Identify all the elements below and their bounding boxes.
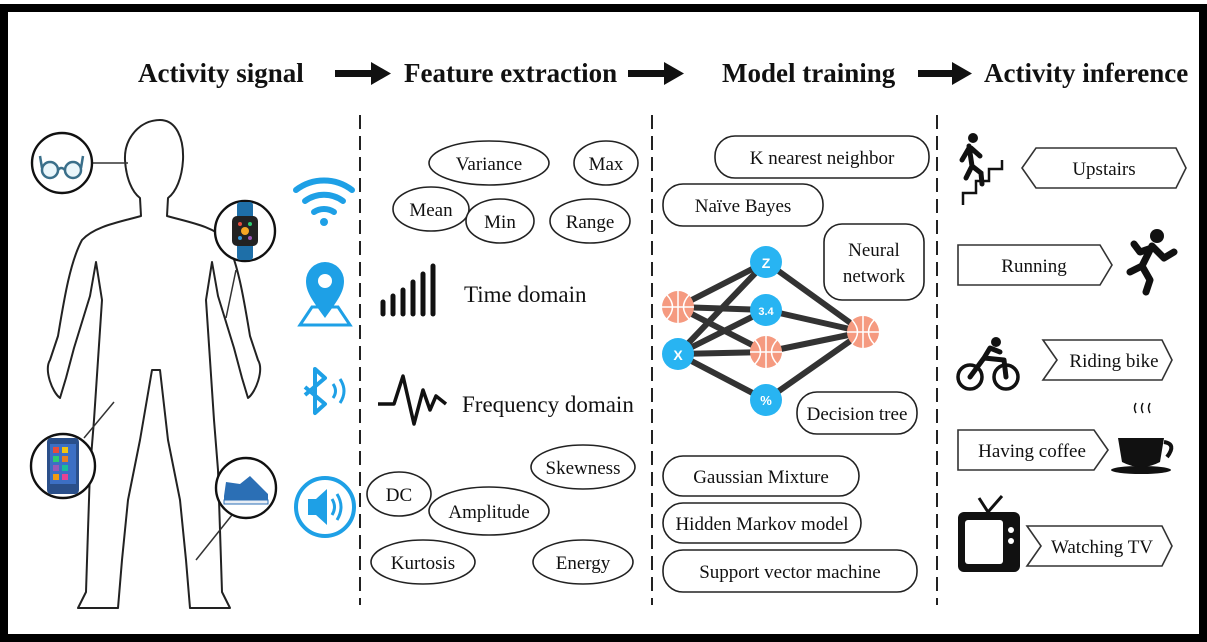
- arrow-icon: [918, 62, 972, 85]
- model-hidden-markov: Hidden Markov model: [675, 514, 848, 535]
- runner-icon: [1126, 229, 1178, 296]
- arrow-icon: [628, 62, 684, 85]
- outer-frame: [0, 4, 1207, 642]
- tv-icon: [958, 495, 1020, 572]
- cyclist-icon: [956, 337, 1020, 391]
- human-body-outline: [46, 119, 262, 609]
- activity-running: Running: [1001, 256, 1067, 277]
- feature-range: Range: [566, 212, 615, 233]
- model-gaussian-mixture: Gaussian Mixture: [693, 467, 829, 488]
- model-neural-network-line2: network: [843, 266, 906, 287]
- basketball-node-icon: [662, 291, 694, 323]
- node-percent: %: [760, 393, 772, 408]
- header-activity-signal: Activity signal: [138, 58, 304, 88]
- frequency-domain-label: Frequency domain: [462, 392, 634, 417]
- node-z: Z: [762, 255, 771, 271]
- feature-mean: Mean: [409, 200, 453, 221]
- model-neural-network-line1: Neural: [848, 240, 900, 261]
- smartwatch-icon: [213, 199, 277, 263]
- header-activity-inference: Activity inference: [984, 58, 1188, 88]
- smartphone-icon: [29, 432, 97, 500]
- activity-riding-bike: Riding bike: [1069, 351, 1158, 372]
- node-x: X: [673, 347, 683, 363]
- bluetooth-icon: [303, 367, 346, 415]
- neural-network-graph: X Z 3.4 %: [662, 246, 879, 416]
- location-pin-icon: [297, 262, 353, 327]
- sneaker-icon: [214, 456, 278, 520]
- activity-upstairs: Upstairs: [1072, 159, 1135, 180]
- activity-having-coffee: Having coffee: [978, 441, 1086, 462]
- arrow-icon: [335, 62, 391, 85]
- feature-variance: Variance: [456, 154, 522, 175]
- wifi-icon: [293, 177, 355, 226]
- stairs-person-icon: [959, 133, 1004, 205]
- glasses-icon: [30, 131, 94, 195]
- feature-min: Min: [484, 212, 516, 233]
- feature-amplitude: Amplitude: [448, 502, 529, 523]
- speaker-icon: [294, 476, 356, 538]
- model-naive-bayes: Naïve Bayes: [695, 196, 792, 217]
- model-decision-tree: Decision tree: [807, 404, 908, 425]
- node-34: 3.4: [758, 306, 774, 318]
- signal-bars-icon: [380, 263, 436, 317]
- feature-energy: Energy: [556, 553, 611, 574]
- feature-skewness: Skewness: [546, 458, 621, 479]
- basketball-node-icon: [750, 336, 782, 368]
- waveform-icon: [378, 374, 448, 426]
- basketball-node-icon: [847, 316, 879, 348]
- model-knn: K nearest neighbor: [750, 148, 895, 169]
- time-domain-label: Time domain: [464, 282, 587, 307]
- header-feature-extraction: Feature extraction: [404, 58, 617, 88]
- coffee-cup-icon: [1111, 402, 1174, 474]
- header-model-training: Model training: [722, 58, 896, 88]
- feature-kurtosis: Kurtosis: [391, 553, 455, 574]
- activity-watching-tv: Watching TV: [1051, 537, 1153, 558]
- feature-max: Max: [589, 154, 624, 175]
- model-svm: Support vector machine: [699, 562, 881, 583]
- feature-dc: DC: [386, 485, 412, 506]
